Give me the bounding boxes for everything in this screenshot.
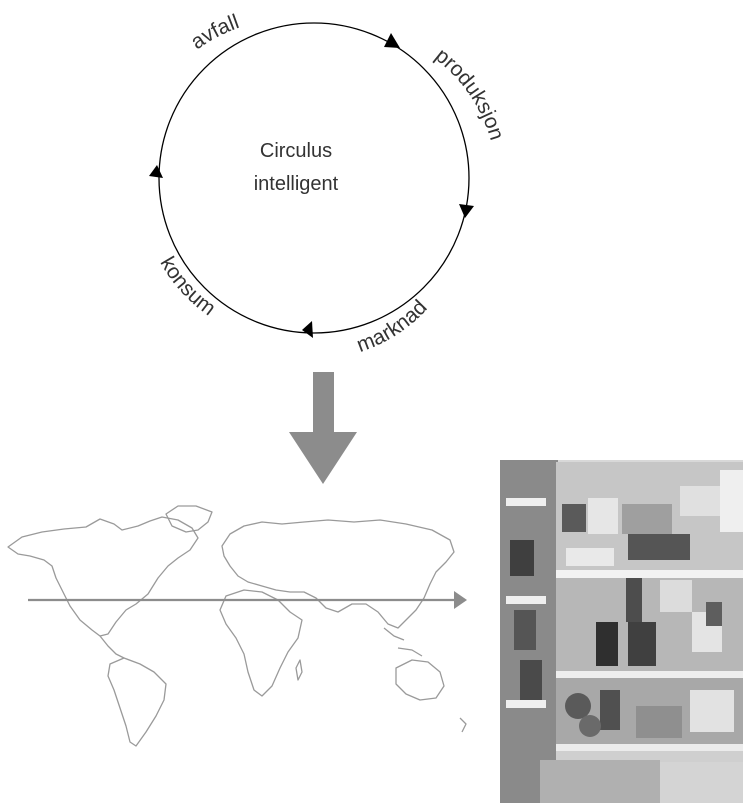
map-south-america [107, 657, 167, 747]
down-arrow-icon [289, 372, 357, 484]
map-new-zealand [459, 717, 467, 733]
right-arrowhead-icon [454, 591, 467, 609]
map-greenland [165, 505, 213, 533]
map-north-america [7, 516, 199, 637]
map-africa [219, 589, 303, 697]
map-central-america [99, 635, 125, 659]
map-australia [395, 659, 445, 701]
cycle-arrowhead-bottom [302, 321, 313, 338]
map-southeast-asia-islands [383, 627, 423, 657]
cycle-arrowhead-left [149, 165, 163, 178]
map-europe-asia [221, 519, 455, 629]
stage-label-avfall: avfall [187, 10, 242, 54]
horizontal-arrow [28, 591, 467, 609]
map-madagascar [295, 659, 303, 681]
stage-label-produksjon: produksjon [431, 44, 508, 143]
cycle-arrowhead-top [384, 33, 400, 48]
cycle-center-label-line2: intelligent [254, 173, 339, 195]
cycle-arrowhead-right [459, 204, 474, 218]
world-map [7, 505, 467, 747]
fridge-photo [500, 460, 743, 803]
cycle-diagram: Circulus intelligent avfall produksjon m… [149, 10, 508, 357]
cycle-center-label-line1: Circulus [260, 140, 332, 162]
stage-label-konsum: konsum [156, 253, 220, 320]
stage-label-marknad: marknad [354, 296, 432, 357]
cycle-circle [158, 22, 470, 334]
